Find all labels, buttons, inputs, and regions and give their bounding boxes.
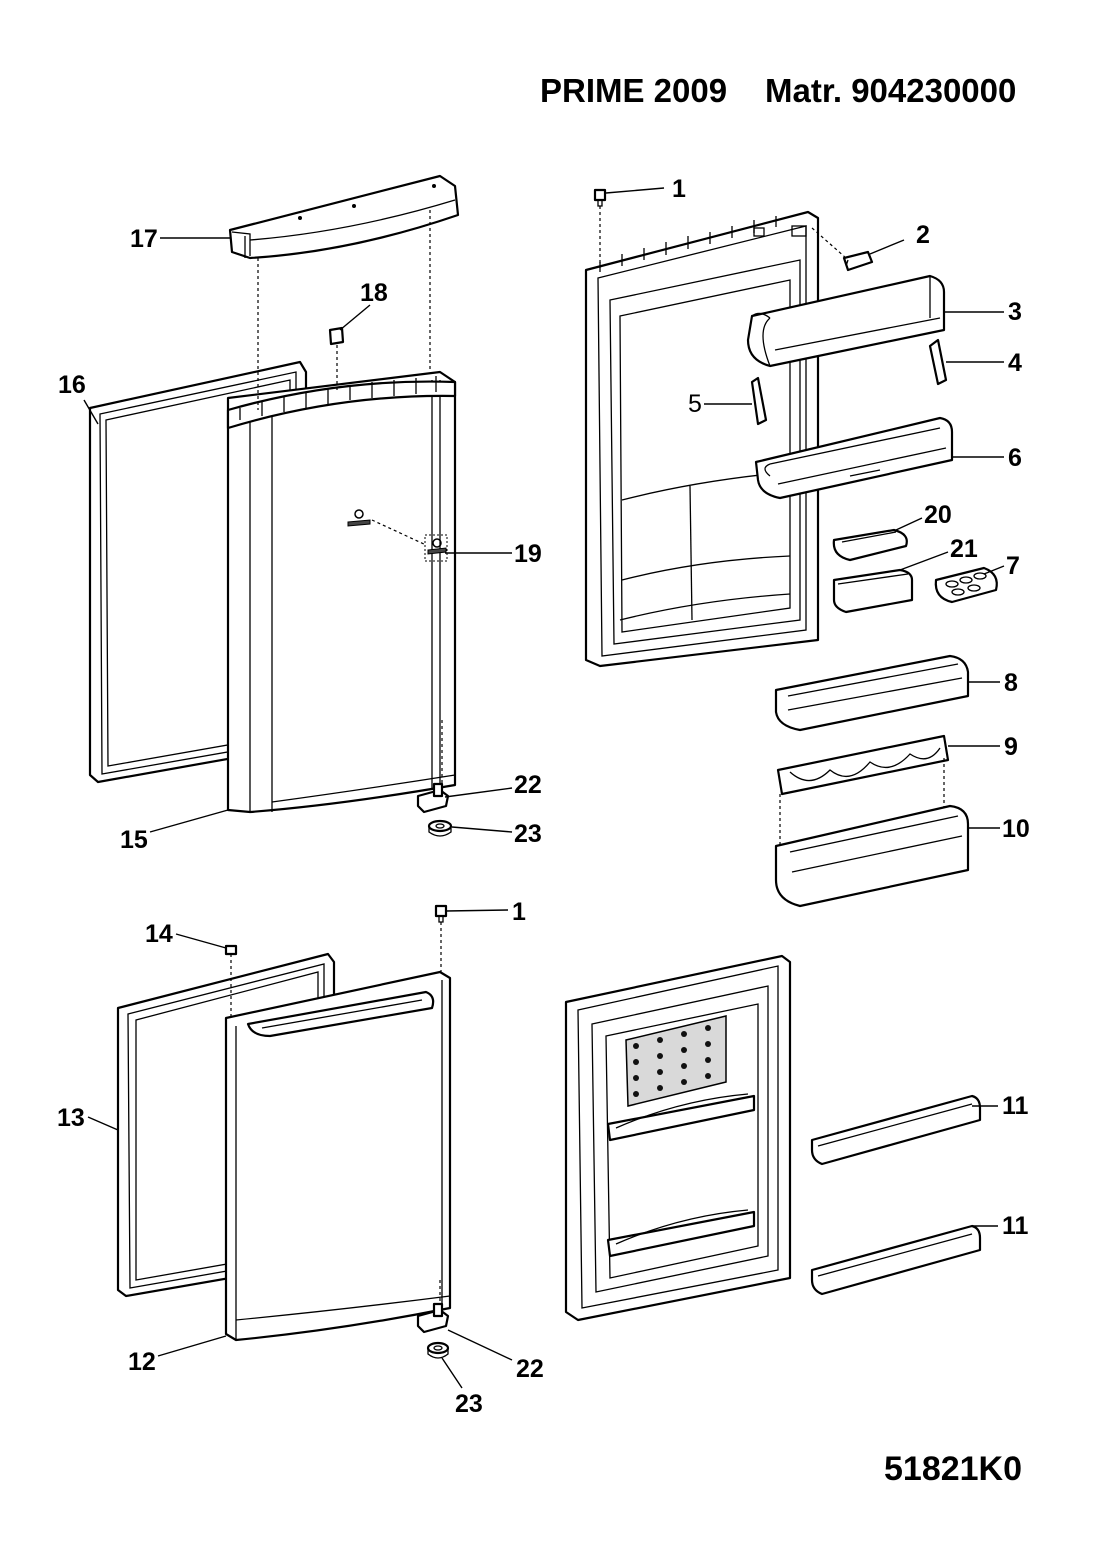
callout-5: 5 (688, 390, 702, 418)
callout-6: 6 (1008, 444, 1022, 472)
part-17-door-top-cap (228, 174, 460, 260)
callout-11-upper: 11 (1002, 1092, 1029, 1120)
fridge-inner-door-liner (584, 210, 820, 668)
callout-2: 2 (916, 221, 930, 249)
part-2-clip (842, 250, 874, 272)
part-18-small-block (328, 326, 345, 346)
part-1-screw-top (593, 188, 607, 207)
callout-16: 16 (58, 371, 86, 399)
part-23-bushing-upper (427, 819, 453, 837)
part-22-hinge-upper (416, 782, 450, 814)
freezer-inner-door-liner (564, 954, 792, 1322)
part-11-freezer-shelf-upper (810, 1094, 982, 1166)
part-23-bushing-lower (426, 1341, 450, 1359)
part-20-egg-tray-lid (832, 528, 908, 562)
part-8-bottle-shelf (774, 654, 970, 732)
callout-18: 18 (360, 279, 388, 307)
part-21-storage-box (832, 568, 914, 614)
callout-21: 21 (950, 535, 978, 563)
callout-15: 15 (120, 826, 148, 854)
part-4-hinge-pin (928, 338, 948, 386)
part-9-bottle-retainer (776, 734, 950, 796)
document-code: 51821K0 (884, 1450, 1023, 1488)
part-10-bottle-shelf-large (774, 804, 970, 908)
part-15-fridge-door (226, 370, 457, 814)
callout-9: 9 (1004, 733, 1018, 761)
callout-10: 10 (1002, 815, 1030, 843)
callout-19: 19 (514, 540, 542, 568)
part-6-door-shelf (754, 416, 954, 500)
callout-22-bottom: 22 (516, 1355, 544, 1383)
part-22-hinge-lower (416, 1302, 450, 1334)
callout-23-top: 23 (514, 820, 542, 848)
part-5-hinge (750, 376, 768, 426)
callout-4: 4 (1008, 349, 1022, 377)
callout-20: 20 (924, 501, 952, 529)
callout-11-lower: 11 (1002, 1212, 1029, 1240)
part-12-freezer-door (224, 970, 452, 1342)
callout-13: 13 (57, 1104, 85, 1132)
callout-1-top: 1 (672, 175, 686, 203)
part-14-cap (224, 944, 238, 956)
callout-14: 14 (145, 920, 173, 948)
part-19-logo-badge (347, 509, 448, 562)
part-3-dairy-compartment (746, 274, 946, 368)
material-number: Matr. 904230000 (765, 72, 1017, 109)
part-11-freezer-shelf-lower (810, 1224, 982, 1296)
callout-8: 8 (1004, 669, 1018, 697)
callout-12: 12 (128, 1348, 156, 1376)
callout-17: 17 (130, 225, 158, 253)
model-title: PRIME 2009 (540, 72, 728, 109)
part-1-screw-bottom (434, 904, 448, 923)
callout-3: 3 (1008, 298, 1022, 326)
callout-22-top: 22 (514, 771, 542, 799)
callout-1-bottom: 1 (512, 898, 526, 926)
callout-23-bottom: 23 (455, 1390, 483, 1418)
callout-7: 7 (1006, 552, 1020, 580)
